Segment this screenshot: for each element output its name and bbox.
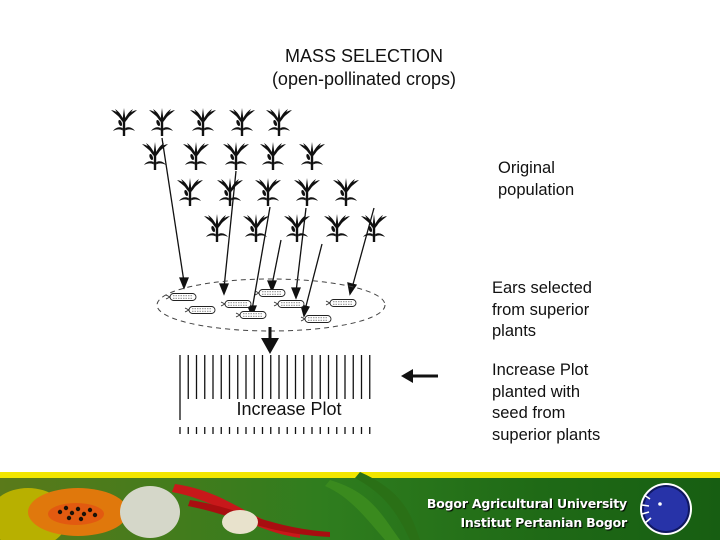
footer-banner	[0, 472, 720, 540]
label-line: population	[498, 180, 575, 199]
maize-plant-icon	[183, 142, 209, 170]
ear-of-corn-icon	[184, 306, 216, 314]
label-line: seed from	[492, 404, 566, 422]
label-increase-plot: Increase Plot planted with seed from sup…	[492, 360, 600, 446]
maize-plant-icon	[149, 108, 175, 136]
university-seal-icon	[640, 483, 692, 535]
ear-of-corn-icon	[273, 300, 305, 308]
footer-university-name: Bogor Agricultural University Institut P…	[427, 494, 627, 532]
maize-plant-icon	[324, 214, 350, 242]
footer-vegetables-image	[0, 472, 720, 540]
ear-of-corn-icon	[300, 315, 332, 323]
footer-line-2: Institut Pertanian Bogor	[460, 515, 627, 530]
maize-plant-icon	[229, 108, 255, 136]
label-line: Ears selected	[492, 279, 592, 297]
maize-plant-icon	[333, 178, 359, 206]
ear-of-corn-icon	[220, 300, 252, 308]
maize-plant-icon	[111, 108, 137, 136]
down-arrow	[261, 327, 279, 354]
increase-plot-label: Increase Plot	[186, 399, 392, 420]
label-line: planted with	[492, 382, 581, 401]
footer-line-1: Bogor Agricultural University	[426, 496, 627, 511]
original-population	[111, 108, 387, 242]
maize-plant-icon	[204, 214, 230, 242]
maize-plant-icon	[266, 108, 292, 136]
label-line: from superior	[492, 300, 590, 319]
label-ears-selected: Ears selected from superior plants	[492, 278, 592, 343]
maize-plant-icon	[361, 214, 387, 242]
maize-plant-icon	[294, 178, 320, 206]
maize-plant-icon	[299, 142, 325, 170]
ear-of-corn-icon	[235, 311, 267, 319]
label-line: superior plants	[492, 425, 601, 444]
maize-plant-icon	[217, 178, 243, 206]
title-line-1: MASS SELECTION	[284, 46, 444, 66]
title-line-2: (open-pollinated crops)	[271, 69, 457, 89]
label-line: Original	[498, 159, 555, 177]
label-original-population: Original population	[498, 158, 574, 201]
maize-plant-icon	[190, 108, 216, 136]
maize-plant-icon	[284, 214, 310, 242]
maize-plant-icon	[260, 142, 286, 170]
increase-plot-rows	[179, 355, 371, 434]
ear-of-corn-icon	[325, 299, 357, 307]
maize-plant-icon	[177, 178, 203, 206]
ear-of-corn-icon	[254, 289, 286, 297]
label-line: plants	[492, 322, 537, 340]
slide-title: MASS SELECTION (open-pollinated crops)	[0, 45, 720, 91]
ear-of-corn-icon	[165, 293, 197, 301]
label-line: Increase Plot	[492, 361, 589, 379]
left-arrow	[401, 369, 438, 383]
maize-plant-icon	[223, 142, 249, 170]
maize-plant-icon	[255, 178, 281, 206]
